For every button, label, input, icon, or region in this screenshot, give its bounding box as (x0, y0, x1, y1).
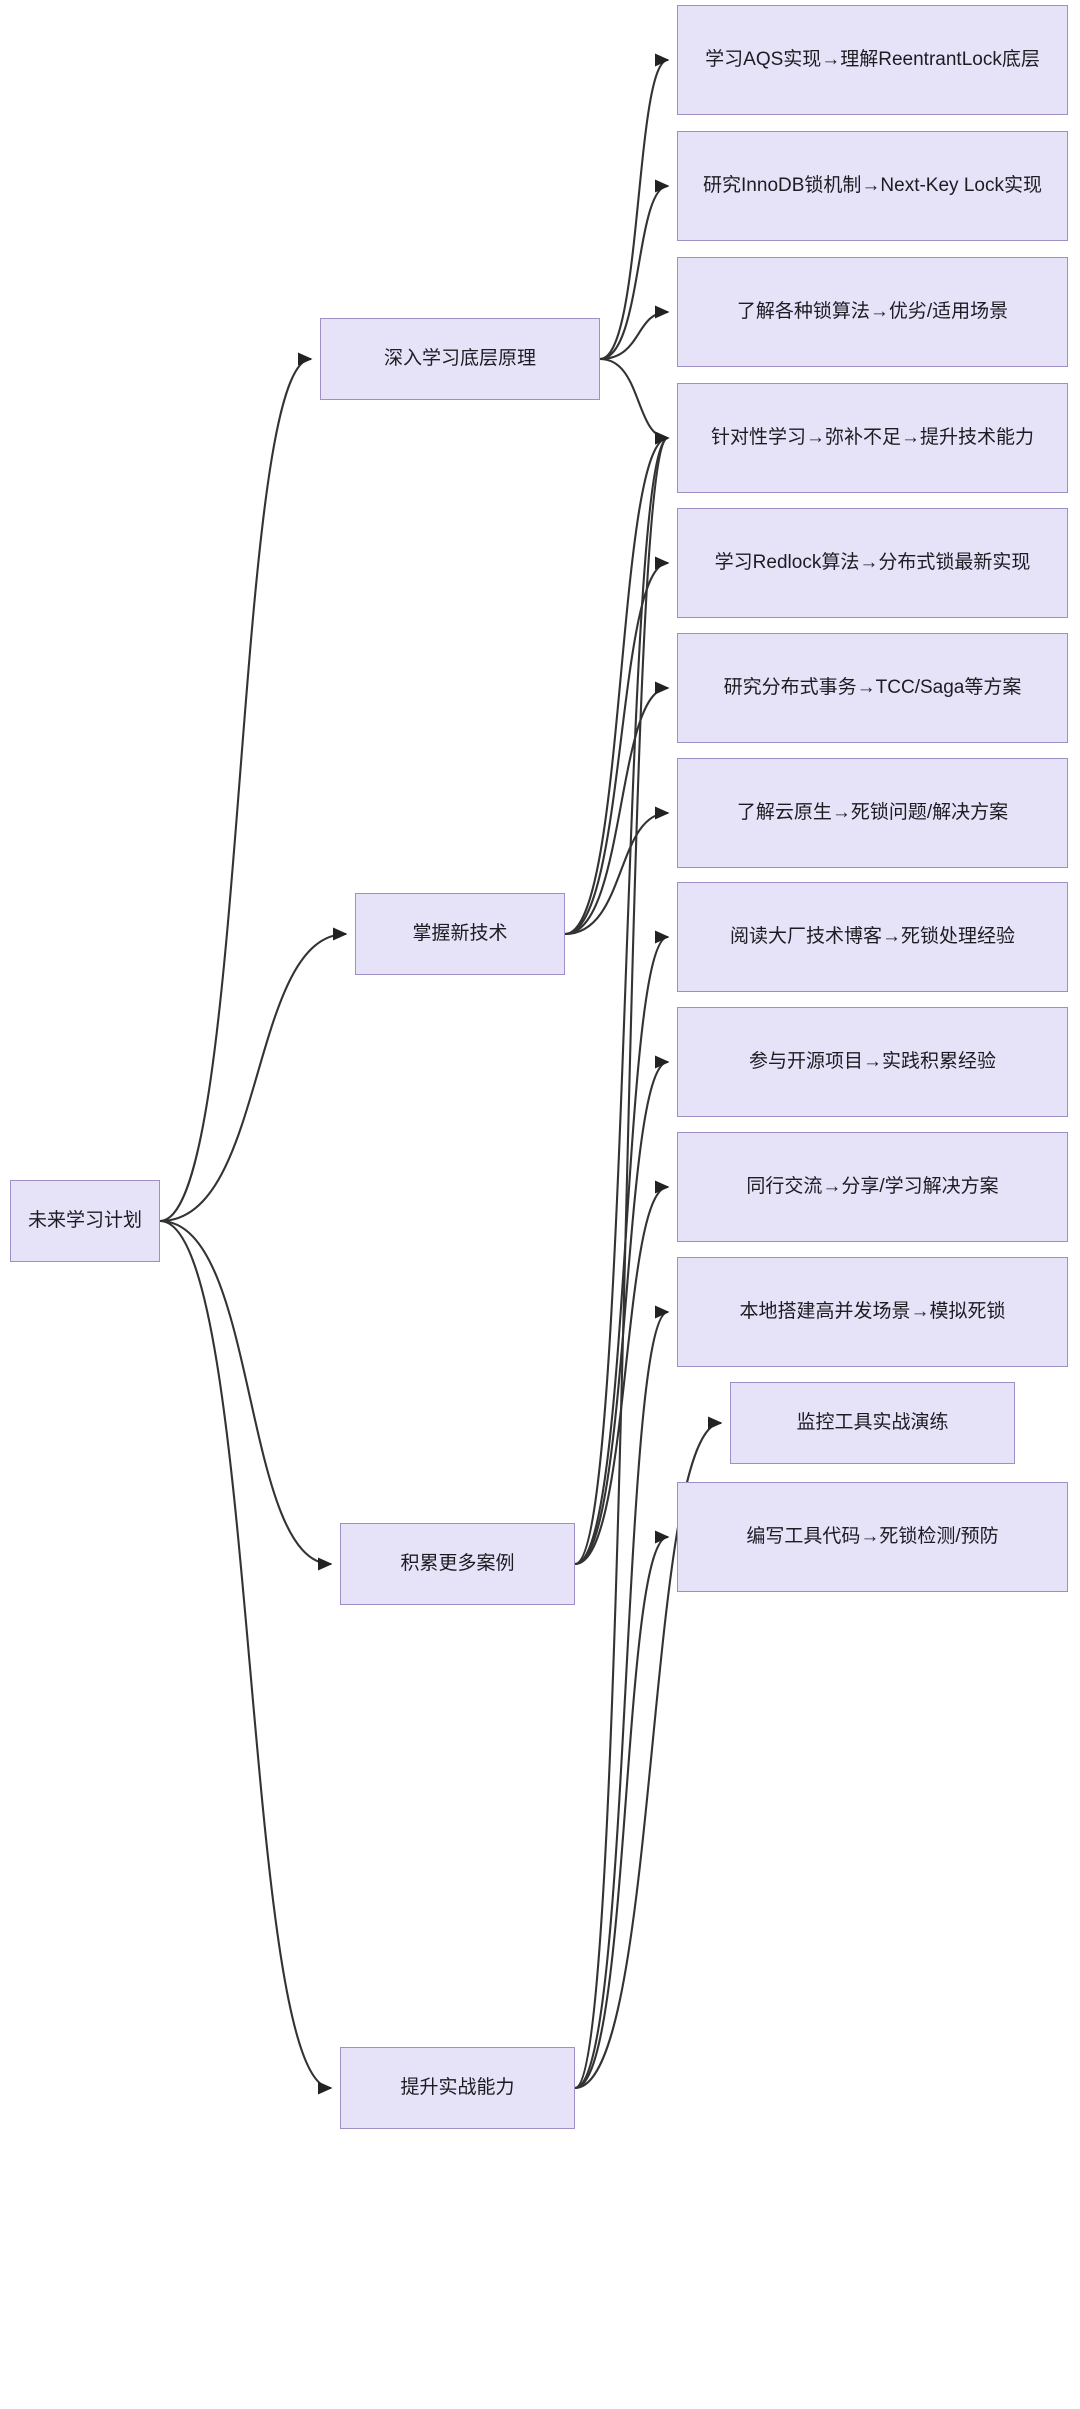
flow-node-label: 监控工具实战演练 (796, 1411, 949, 1433)
flow-node-l12[interactable]: 编写工具代码→死锁检测/预防 (677, 1482, 1068, 1592)
flow-node-label: 了解云原生→死锁问题/解决方案 (736, 801, 1009, 823)
flow-node-l4[interactable]: 学习Redlock算法→分布式锁最新实现 (677, 508, 1068, 618)
flow-node-l3[interactable]: 了解各种锁算法→优劣/适用场景 (677, 257, 1068, 367)
flow-node-label: 掌握新技术 (412, 922, 508, 944)
flow-edge-b3-to-l9 (574, 1180, 670, 1566)
flow-node-label: 了解各种锁算法→优劣/适用场景 (736, 300, 1009, 322)
flow-node-l9[interactable]: 同行交流→分享/学习解决方案 (677, 1132, 1068, 1242)
flow-edge-b2-to-l5 (564, 681, 670, 936)
flow-edge-root-to-b4 (159, 1219, 333, 2095)
flow-node-label: 未来学习计划 (27, 1209, 142, 1231)
flow-node-l8[interactable]: 参与开源项目→实践积累经验 (677, 1007, 1068, 1117)
flow-node-l11[interactable]: 监控工具实战演练 (730, 1382, 1015, 1464)
flow-edge-b2-to-l4 (564, 556, 670, 936)
flow-edge-b4-to-core (574, 431, 670, 2090)
flow-edge-b4-to-l10 (574, 1305, 670, 2090)
flow-node-core[interactable]: 针对性学习→弥补不足→提升技术能力 (677, 383, 1068, 493)
flow-node-l6[interactable]: 了解云原生→死锁问题/解决方案 (677, 758, 1068, 868)
flow-edge-b1-to-core (599, 357, 670, 445)
flow-node-b2[interactable]: 掌握新技术 (355, 893, 565, 975)
flow-node-label: 编写工具代码→死锁检测/预防 (746, 1525, 999, 1547)
flow-edge-b1-to-l3 (599, 305, 670, 361)
flow-node-l7[interactable]: 阅读大厂技术博客→死锁处理经验 (677, 882, 1068, 992)
flow-edge-b4-to-l11 (574, 1416, 723, 2090)
flow-node-label: 深入学习底层原理 (383, 347, 536, 369)
flow-edge-b4-to-l12 (574, 1530, 670, 2090)
flow-node-b3[interactable]: 积累更多案例 (340, 1523, 575, 1605)
flow-node-label: 本地搭建高并发场景→模拟死锁 (739, 1300, 1006, 1322)
flow-node-label: 积累更多案例 (400, 1552, 515, 1574)
flow-node-l2[interactable]: 研究InnoDB锁机制→Next-Key Lock实现 (677, 131, 1068, 241)
flow-node-b1[interactable]: 深入学习底层原理 (320, 318, 600, 400)
flow-edge-b2-to-l6 (564, 806, 670, 936)
flow-node-l5[interactable]: 研究分布式事务→TCC/Saga等方案 (677, 633, 1068, 743)
flow-node-label: 参与开源项目→实践积累经验 (748, 1050, 996, 1072)
flow-edge-root-to-b1 (159, 352, 313, 1223)
flow-node-label: 学习AQS实现→理解ReentrantLock底层 (705, 48, 1040, 70)
flow-node-l10[interactable]: 本地搭建高并发场景→模拟死锁 (677, 1257, 1068, 1367)
flow-edge-b3-to-l8 (574, 1055, 670, 1566)
flow-node-b4[interactable]: 提升实战能力 (340, 2047, 575, 2129)
flow-node-label: 研究InnoDB锁机制→Next-Key Lock实现 (703, 174, 1042, 196)
flow-edge-b2-to-core (564, 431, 670, 936)
flow-node-label: 提升实战能力 (400, 2076, 515, 2098)
flow-node-l1[interactable]: 学习AQS实现→理解ReentrantLock底层 (677, 5, 1068, 115)
flow-edge-root-to-b2 (159, 927, 348, 1223)
flow-edge-b3-to-l7 (574, 930, 670, 1566)
flow-node-label: 阅读大厂技术博客→死锁处理经验 (729, 925, 1015, 947)
flow-node-label: 针对性学习→弥补不足→提升技术能力 (710, 426, 1034, 448)
flow-edge-b1-to-l2 (599, 179, 670, 361)
flow-edge-root-to-b3 (159, 1219, 333, 1571)
flow-edge-b3-to-core (574, 431, 670, 1566)
flow-node-root[interactable]: 未来学习计划 (10, 1180, 160, 1262)
flow-node-label: 研究分布式事务→TCC/Saga等方案 (723, 676, 1022, 698)
flow-node-label: 同行交流→分享/学习解决方案 (746, 1175, 999, 1197)
flow-edge-b1-to-l1 (599, 53, 670, 361)
flow-node-label: 学习Redlock算法→分布式锁最新实现 (714, 551, 1031, 573)
